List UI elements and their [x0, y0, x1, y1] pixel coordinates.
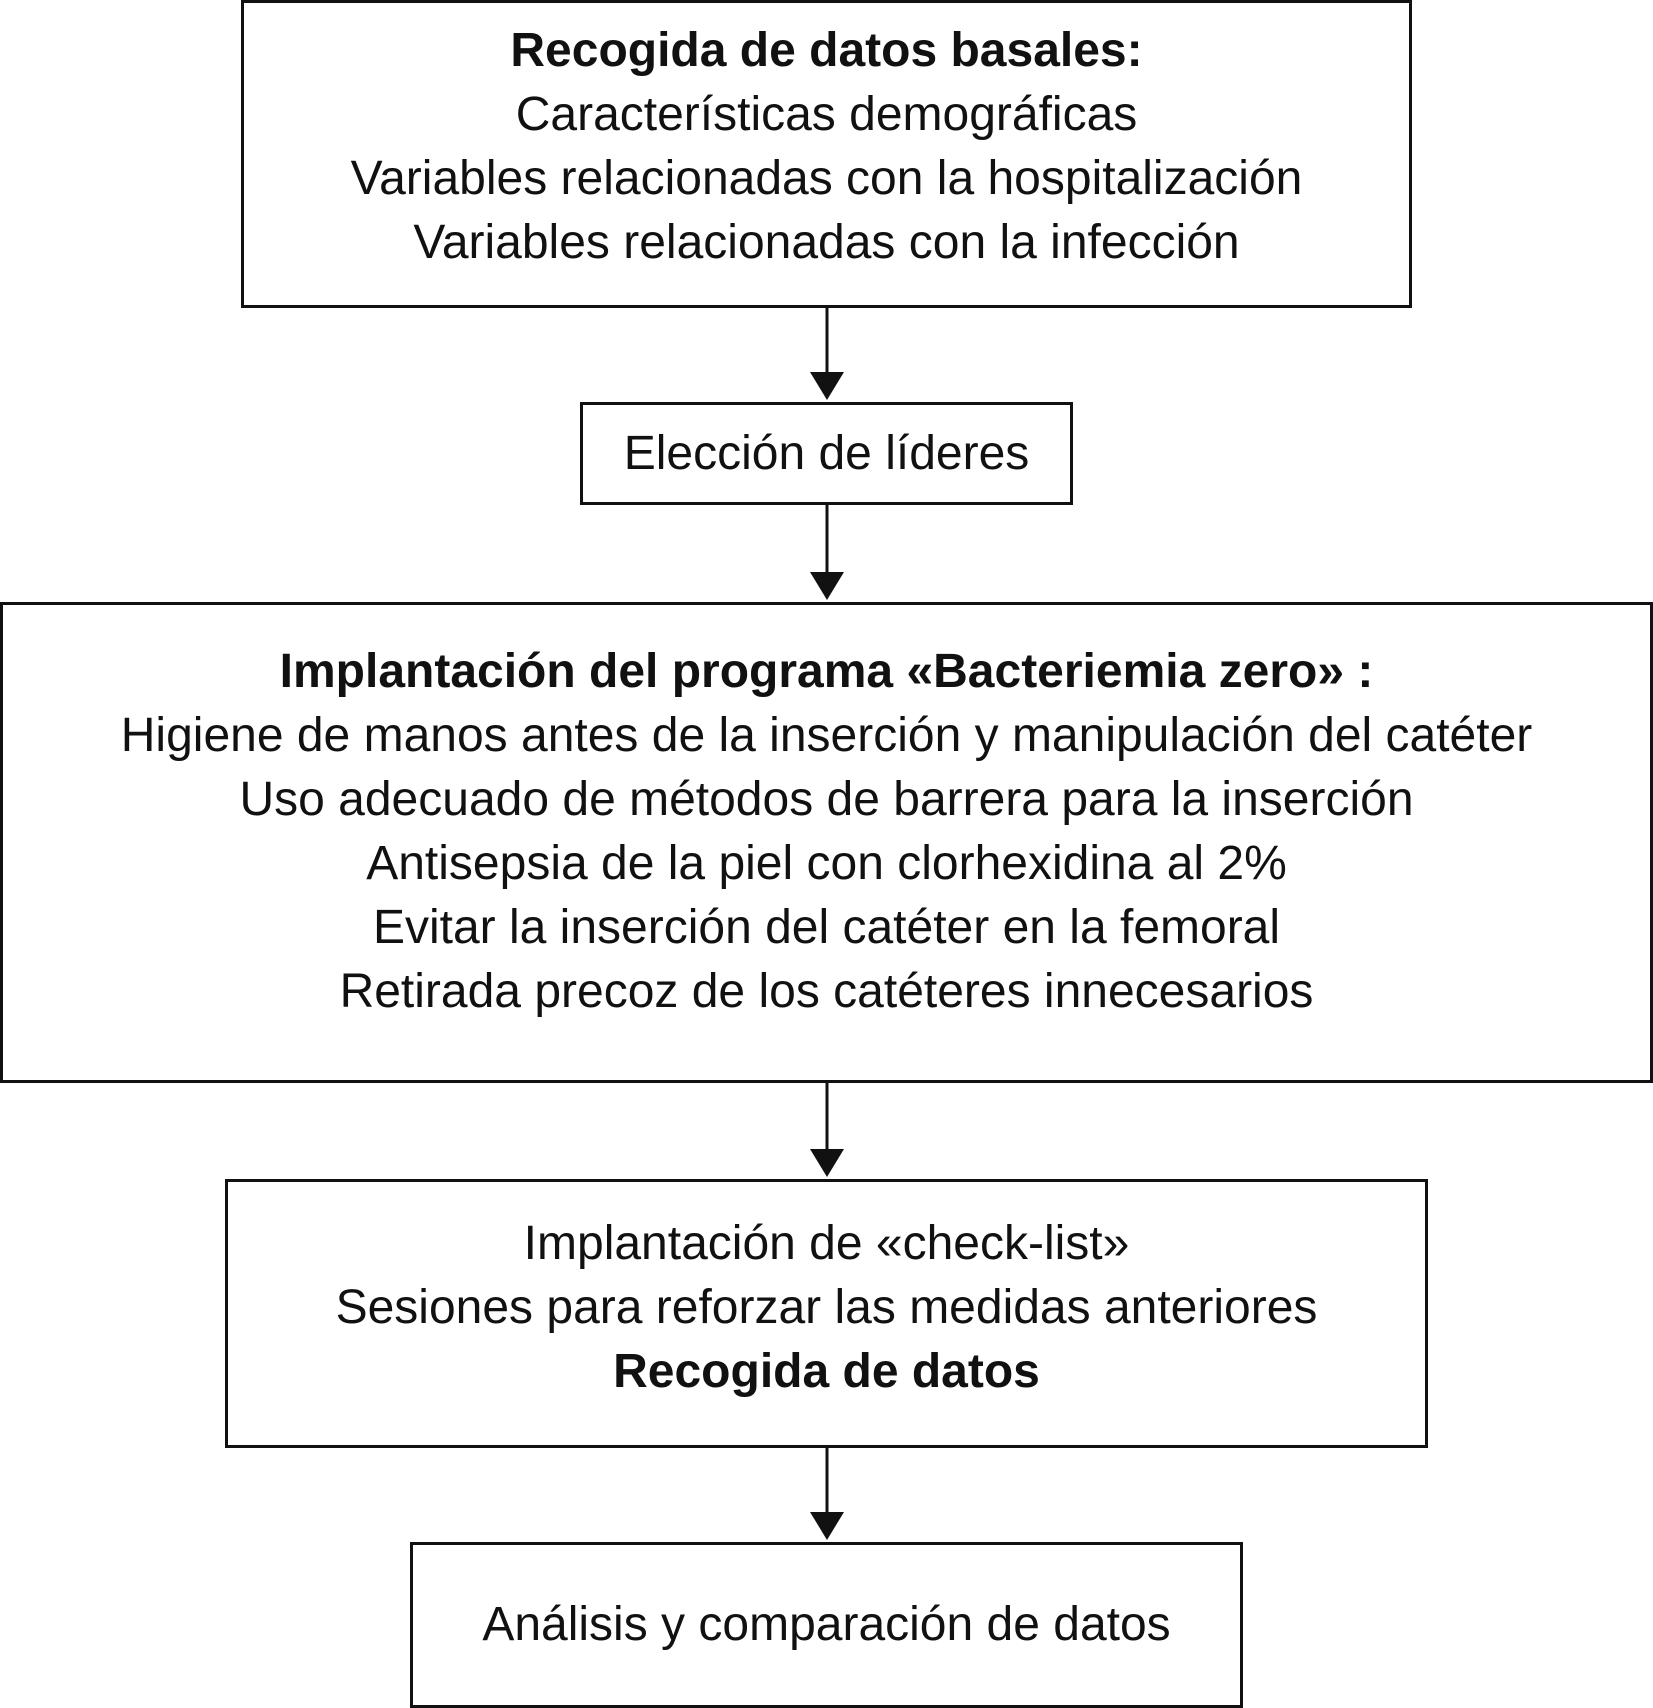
step-item: Evitar la inserción del catéter en la fe…: [372, 900, 1281, 954]
step-item: Características demográficas: [515, 88, 1138, 141]
step-title: Implantación del programa «Bacteriemia z…: [279, 644, 1374, 698]
connector-line: [825, 1083, 829, 1149]
step-box-baseline-data: Recogida de datos basales: Característic…: [241, 0, 1412, 308]
step-item: Retirada precoz de los catéteres inneces…: [339, 964, 1314, 1018]
step-box-leaders: Elección de líderes: [580, 402, 1073, 505]
arrow-down-icon: [810, 1512, 844, 1540]
step-box-checklist: Implantación de «check-list» Sesiones pa…: [225, 1179, 1428, 1448]
connector-line: [825, 1448, 829, 1512]
step-item: Sesiones para reforzar las medidas anter…: [335, 1280, 1318, 1334]
step-item: Uso adecuado de métodos de barrera para …: [239, 772, 1414, 826]
step-box-analysis: Análisis y comparación de datos: [410, 1542, 1243, 1708]
step-item: Variables relacionadas con la hospitaliz…: [350, 152, 1303, 205]
arrow-down-icon: [810, 372, 844, 400]
step-text: Análisis y comparación de datos: [482, 1598, 1171, 1651]
step-bold-item: Recogida de datos: [613, 1344, 1040, 1398]
step-item: Variables relacionadas con la infección: [413, 216, 1240, 269]
connector-line: [825, 308, 829, 372]
step-box-program-implementation: Implantación del programa «Bacteriemia z…: [0, 602, 1653, 1083]
arrow-down-icon: [810, 1149, 844, 1177]
arrow-down-icon: [810, 572, 844, 600]
step-title: Recogida de datos basales:: [510, 24, 1143, 77]
step-item: Higiene de manos antes de la inserción y…: [120, 708, 1533, 762]
connector-line: [825, 505, 829, 572]
step-item: Implantación de «check-list»: [523, 1216, 1130, 1270]
step-text: Elección de líderes: [623, 426, 1030, 480]
step-item: Antisepsia de la piel con clorhexidina a…: [366, 836, 1287, 890]
